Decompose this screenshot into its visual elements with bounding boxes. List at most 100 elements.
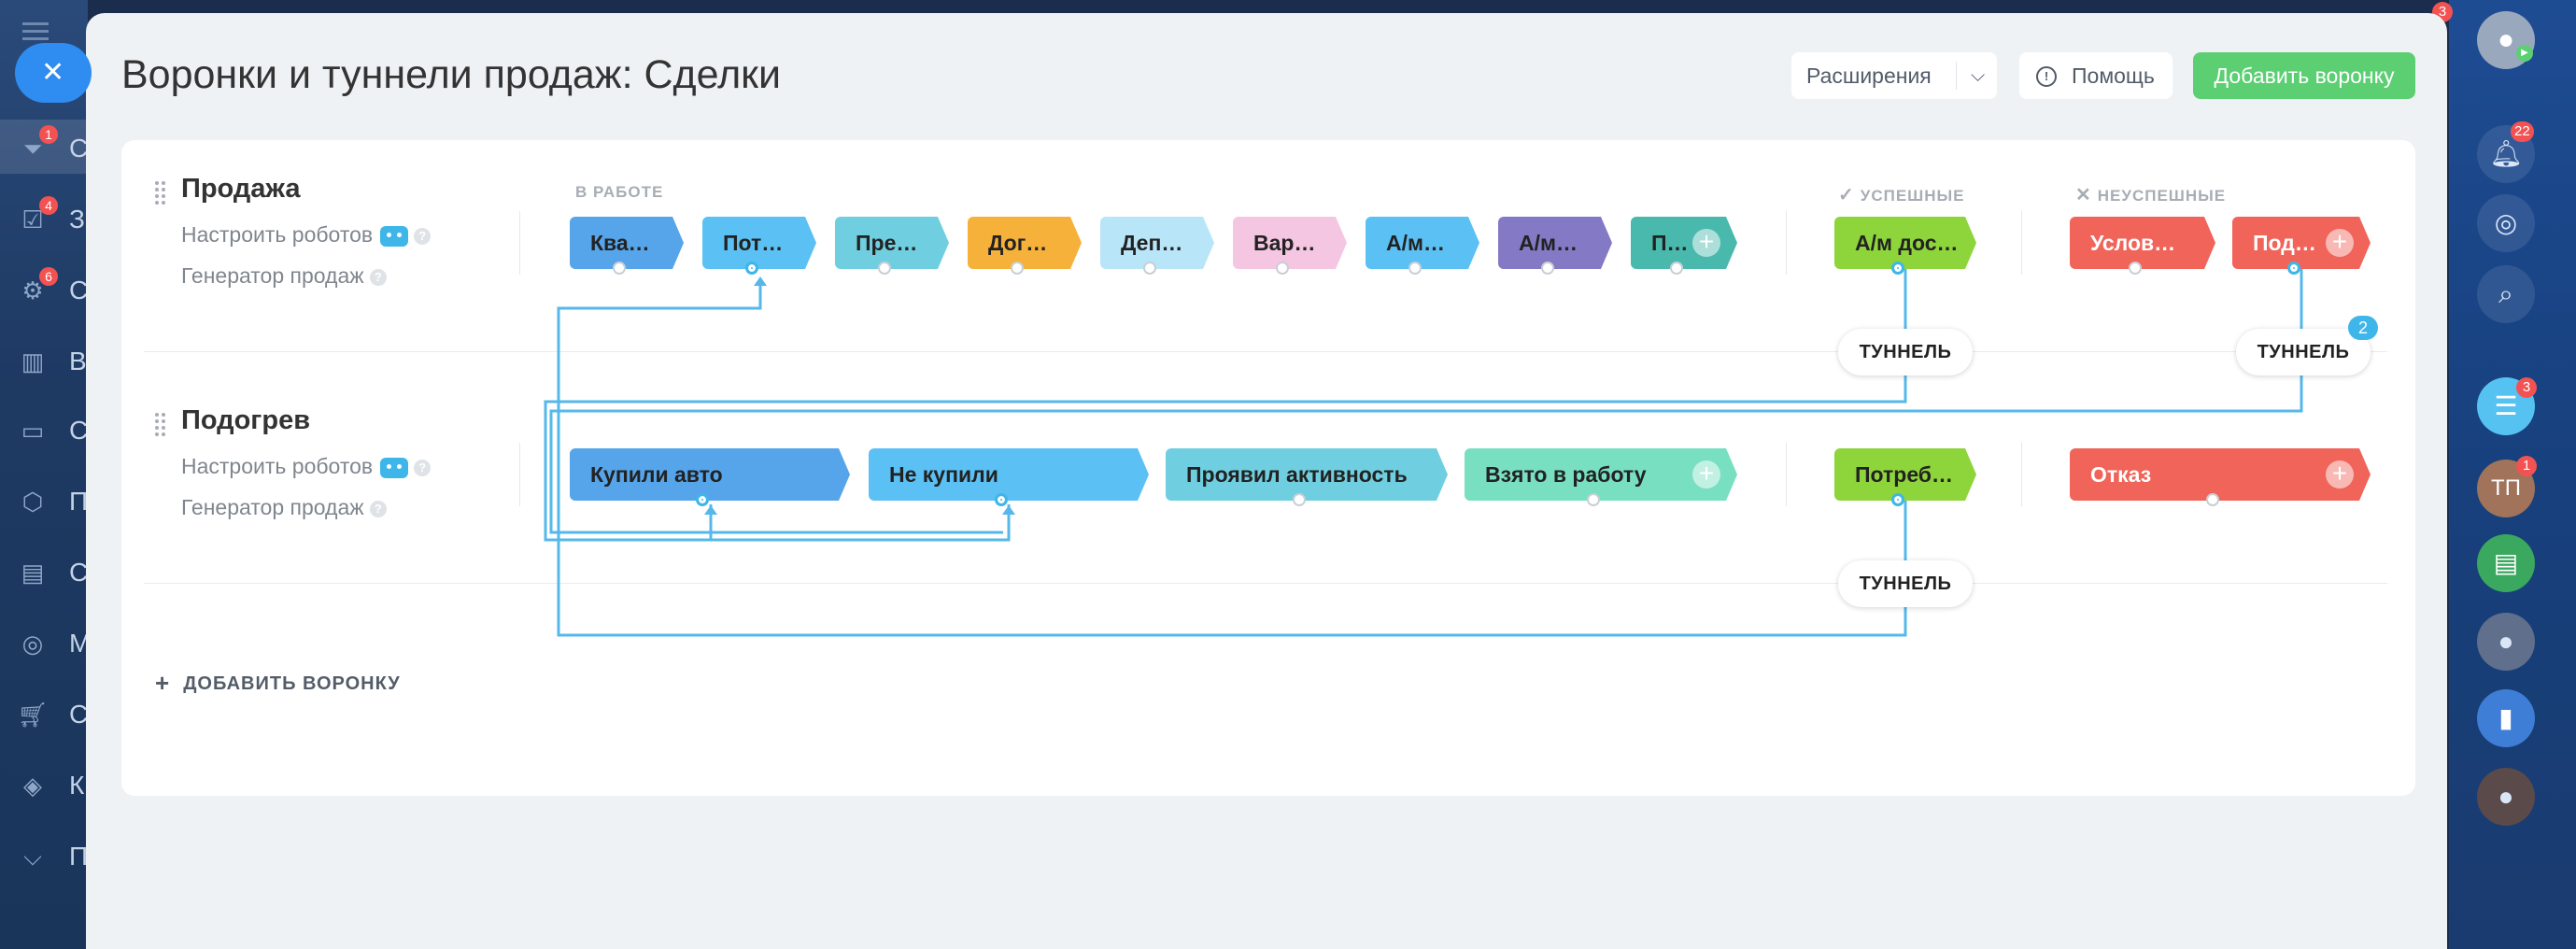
menu-icon[interactable] bbox=[22, 22, 49, 25]
left-menu-item[interactable]: 🛒︎С bbox=[17, 695, 92, 732]
drag-handle-icon[interactable] bbox=[155, 181, 168, 205]
stage-inwork[interactable]: А/м… bbox=[1366, 217, 1479, 269]
tunnel-connector-dot[interactable] bbox=[878, 262, 891, 275]
bell-icon: 🔔︎ bbox=[2489, 139, 2523, 168]
stage-inwork[interactable]: Купили авто bbox=[570, 448, 850, 501]
left-menu-badge: 6 bbox=[39, 267, 58, 286]
add-stage-icon[interactable]: + bbox=[2326, 229, 2354, 257]
add-stage-icon[interactable]: + bbox=[1692, 229, 1720, 257]
stage-inwork[interactable]: Пре… bbox=[835, 217, 949, 269]
left-menu-item[interactable]: ⬡П bbox=[17, 482, 92, 519]
stage-label: Вар… bbox=[1253, 231, 1316, 255]
tunnel-connector-dot[interactable] bbox=[1587, 493, 1600, 506]
stage-inwork[interactable]: А/м… bbox=[1498, 217, 1612, 269]
tunnel-connector-dot[interactable] bbox=[1408, 262, 1422, 275]
contact-avatar-photo[interactable]: ● bbox=[2477, 613, 2535, 671]
add-stage-icon[interactable]: + bbox=[1692, 460, 1720, 489]
help-icon[interactable]: ? bbox=[414, 227, 432, 245]
stage-fail[interactable]: Отказ + bbox=[2070, 448, 2371, 501]
stage-inwork[interactable]: Проявил активность bbox=[1166, 448, 1448, 501]
sales-generator-link[interactable]: Генератор продаж? bbox=[181, 495, 387, 520]
contact-avatar-tp[interactable]: ТП bbox=[2477, 460, 2535, 517]
stage-inwork[interactable]: Взято в работу + bbox=[1465, 448, 1737, 501]
stage-inwork[interactable]: Деп… bbox=[1100, 217, 1214, 269]
left-menu-item[interactable]: ▤С bbox=[17, 553, 92, 590]
stage-inwork[interactable]: Ква… bbox=[570, 217, 684, 269]
cross-icon: ✕ bbox=[2075, 185, 2092, 205]
bookmarks-button[interactable]: ▮ bbox=[2477, 689, 2535, 747]
drag-handle-icon[interactable] bbox=[155, 413, 168, 437]
tunnel-button[interactable]: ТУННЕЛЬ bbox=[1838, 560, 1973, 607]
configure-robots-link[interactable]: Настроить роботов? bbox=[181, 454, 432, 479]
notifications-badge: 22 bbox=[2511, 121, 2534, 142]
stage-inwork[interactable]: Пот… bbox=[702, 217, 816, 269]
stage-label: Отказ bbox=[2090, 462, 2152, 487]
chevron-down-icon[interactable]: ⌵ bbox=[1971, 65, 1986, 86]
tunnel-connector-dot[interactable] bbox=[1891, 493, 1904, 506]
column-header-label: УСПЕШНЫЕ bbox=[1860, 187, 1965, 205]
user-icon: ● bbox=[2497, 24, 2515, 55]
chat-badge: 3 bbox=[2516, 377, 2537, 398]
tunnel-connector-dot[interactable] bbox=[1670, 262, 1683, 275]
plus-icon: + bbox=[155, 669, 171, 697]
funnel-divider bbox=[144, 583, 2387, 584]
column-divider bbox=[1786, 443, 1787, 506]
feed-button[interactable]: ◎ bbox=[2477, 194, 2535, 252]
stage-fail[interactable]: Под…+ bbox=[2232, 217, 2371, 269]
stage-inwork[interactable]: П…+ bbox=[1631, 217, 1737, 269]
contact-avatar-photo-2[interactable]: ● bbox=[2477, 768, 2535, 826]
tunnel-button[interactable]: ТУННЕЛЬ bbox=[2236, 329, 2371, 375]
tunnel-connector-dot[interactable] bbox=[1276, 262, 1289, 275]
left-menu-item[interactable]: ⌵П bbox=[17, 837, 92, 874]
help-icon[interactable]: ? bbox=[414, 459, 432, 476]
tunnel-connector-dot[interactable] bbox=[995, 493, 1008, 506]
page-title: Воронки и туннели продаж: Сделки bbox=[121, 52, 782, 97]
left-menu-label: С bbox=[69, 416, 89, 445]
add-stage-icon[interactable]: + bbox=[2326, 460, 2354, 489]
left-menu-item[interactable]: ◎М bbox=[17, 624, 92, 661]
left-menu-item[interactable]: ▥В bbox=[17, 342, 92, 379]
tunnel-button[interactable]: ТУННЕЛЬ bbox=[1838, 329, 1973, 375]
tunnel-connector-dot[interactable] bbox=[2287, 262, 2300, 275]
tunnel-connector-dot[interactable] bbox=[1293, 493, 1306, 506]
stage-succ[interactable]: А/м дос… bbox=[1834, 217, 1976, 269]
robot-icon bbox=[380, 225, 409, 247]
search-chat-button[interactable]: ⌕ bbox=[2477, 265, 2535, 323]
add-funnel-link[interactable]: +ДОБАВИТЬ ВОРОНКУ bbox=[155, 669, 401, 698]
help-button[interactable]: ! Помощь bbox=[2019, 52, 2173, 99]
tunnel-connector-dot[interactable] bbox=[1143, 262, 1156, 275]
layers-icon: ◈ bbox=[23, 772, 42, 800]
sales-generator-link[interactable]: Генератор продаж? bbox=[181, 263, 387, 289]
tunnel-connector-dot[interactable] bbox=[1891, 262, 1904, 275]
stage-label: Взято в работу bbox=[1485, 462, 1647, 487]
left-menu-item[interactable]: ▭С bbox=[17, 411, 92, 448]
tunnel-connector-dot[interactable] bbox=[696, 493, 709, 506]
close-slider-button[interactable]: ✕ bbox=[15, 43, 92, 103]
stage-label: А/м… bbox=[1386, 231, 1446, 255]
tunnel-connector-dot[interactable] bbox=[2206, 493, 2219, 506]
tunnel-connector-dot[interactable] bbox=[745, 262, 758, 275]
help-icon[interactable]: ? bbox=[369, 268, 387, 286]
stage-label: Пот… bbox=[723, 231, 784, 255]
notes-button[interactable]: ▤ bbox=[2477, 534, 2535, 592]
tunnel-connector-dot[interactable] bbox=[2129, 262, 2142, 275]
help-icon[interactable]: ? bbox=[369, 500, 387, 517]
stage-inwork[interactable]: Вар… bbox=[1233, 217, 1347, 269]
tunnel-connector-dot[interactable] bbox=[1011, 262, 1024, 275]
stage-label: Проявил активность bbox=[1186, 462, 1408, 487]
extensions-dropdown[interactable]: Расширения ⌵ bbox=[1791, 52, 1997, 99]
configure-robots-link[interactable]: Настроить роботов? bbox=[181, 222, 432, 248]
stage-succ[interactable]: Потреб… bbox=[1834, 448, 1976, 501]
stage-inwork[interactable]: Не купили bbox=[869, 448, 1149, 501]
tunnel-connector-dot[interactable] bbox=[613, 262, 626, 275]
add-funnel-button[interactable]: Добавить воронку bbox=[2193, 52, 2415, 99]
tunnel-connector-dot[interactable] bbox=[1541, 262, 1554, 275]
stage-inwork[interactable]: Дог… bbox=[968, 217, 1082, 269]
stage-fail[interactable]: Услов… bbox=[2070, 217, 2215, 269]
left-menu-item[interactable]: ◈К bbox=[17, 766, 92, 803]
stage-label: П… bbox=[1651, 231, 1689, 255]
funnel-divider bbox=[144, 351, 2387, 352]
